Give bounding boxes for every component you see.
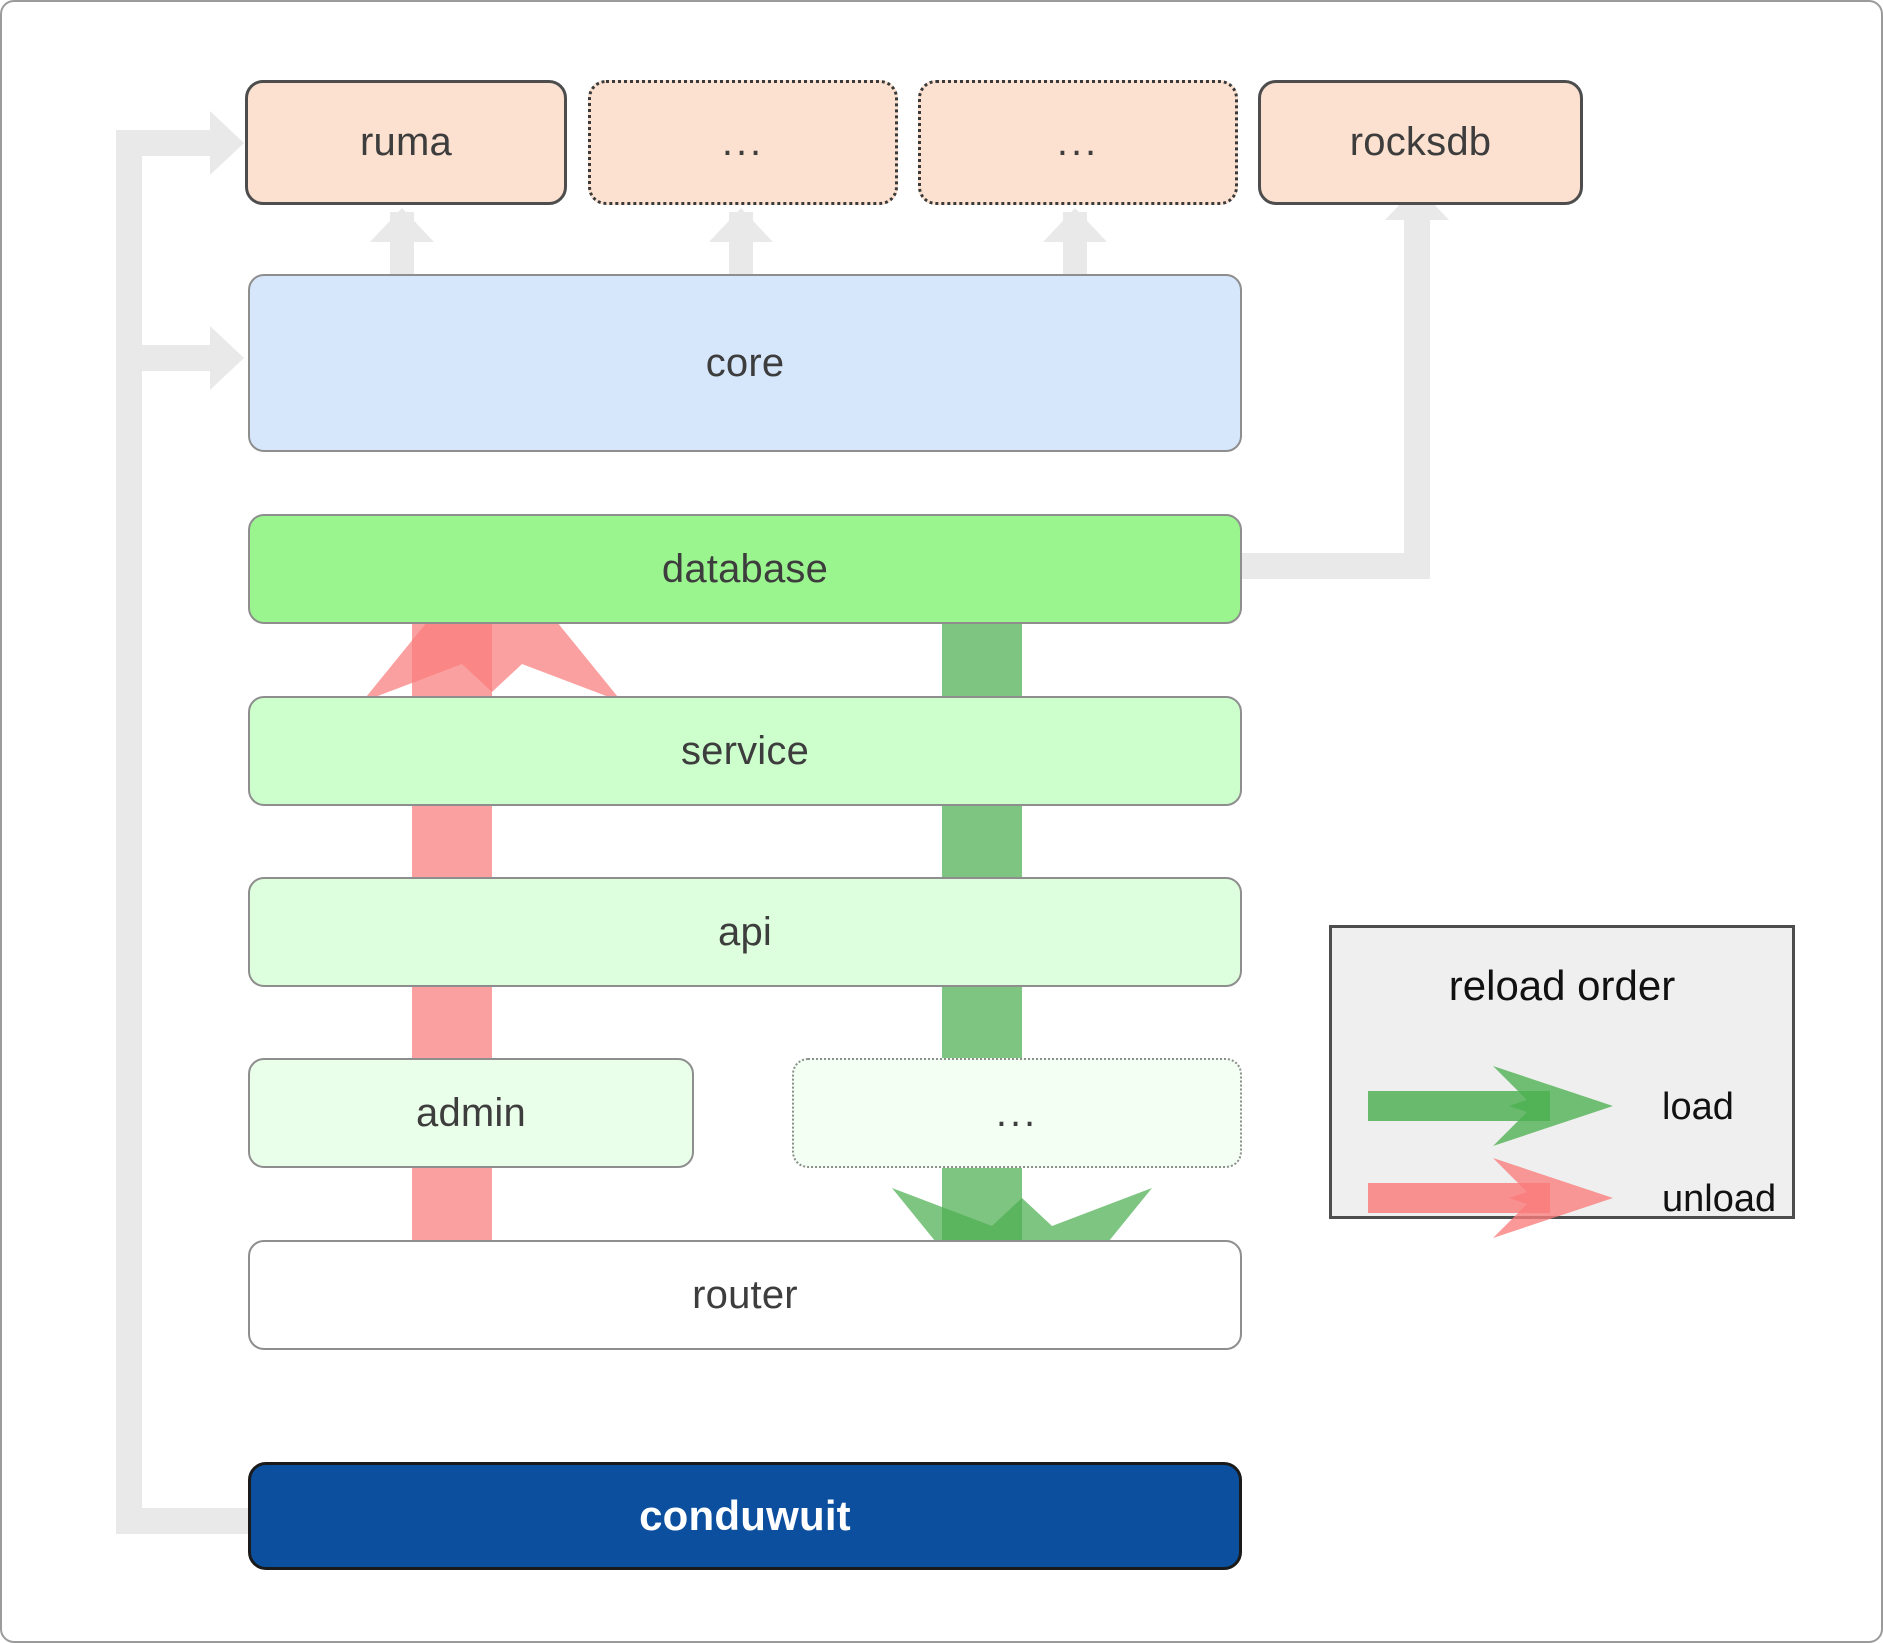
dep-label-3: ...: [1056, 120, 1100, 164]
dep-box-ruma[interactable]: ruma: [245, 80, 567, 205]
layer-box-api[interactable]: api: [248, 877, 1242, 987]
legend-label-load: load: [1662, 1086, 1734, 1128]
connector-arrow-ruma: [210, 111, 244, 175]
layer-label-admin: admin: [416, 1090, 526, 1135]
connector-trunk-to-root: [116, 1508, 256, 1534]
dep-label-ruma: ruma: [360, 120, 452, 164]
connector-arrow-core: [210, 326, 244, 390]
connector-arrow-core-ruma: [370, 208, 434, 242]
connector-arrow-core-dep2: [709, 208, 773, 242]
legend-unload-arrowhead: [1493, 1158, 1613, 1238]
layer-box-service[interactable]: service: [248, 696, 1242, 806]
legend-title: reload order: [1448, 962, 1676, 1009]
connector-branch-ruma: [116, 130, 214, 156]
layer-label-api: api: [718, 909, 772, 954]
layer-box-core[interactable]: core: [248, 274, 1242, 452]
layer-label-service: service: [680, 728, 810, 773]
connector-branch-core: [116, 345, 214, 371]
legend-load-arrowhead: [1493, 1066, 1613, 1146]
dep-box-rocksdb[interactable]: rocksdb: [1258, 80, 1583, 205]
dep-label-2: ...: [721, 120, 765, 164]
legend-panel: reload order load unload: [1329, 925, 1795, 1238]
legend-label-unload: unload: [1662, 1178, 1777, 1220]
layer-box-database[interactable]: database: [248, 514, 1242, 624]
legend-row-unload: [1368, 1158, 1628, 1238]
layer-box-extra[interactable]: ...: [792, 1058, 1242, 1168]
layer-label-extra: ...: [995, 1090, 1039, 1135]
root-label: conduwuit: [639, 1492, 851, 1539]
layer-label-router: router: [692, 1272, 798, 1317]
connector-db-to-rocksdb-vertical: [1404, 220, 1430, 579]
legend-row-load: [1368, 1066, 1628, 1146]
layer-label-core: core: [705, 340, 785, 385]
connector-trunk-vertical: [116, 130, 142, 1534]
layer-box-router[interactable]: router: [248, 1240, 1242, 1350]
dep-label-rocksdb: rocksdb: [1349, 120, 1492, 164]
connector-arrow-core-dep3: [1043, 208, 1107, 242]
layer-label-database: database: [661, 546, 829, 591]
dep-box-3[interactable]: ...: [918, 80, 1238, 205]
root-box-conduwuit[interactable]: conduwuit: [248, 1462, 1242, 1570]
connector-db-to-rocksdb-horizontal: [1237, 553, 1417, 579]
layer-box-admin[interactable]: admin: [248, 1058, 694, 1168]
dep-box-2[interactable]: ...: [588, 80, 898, 205]
